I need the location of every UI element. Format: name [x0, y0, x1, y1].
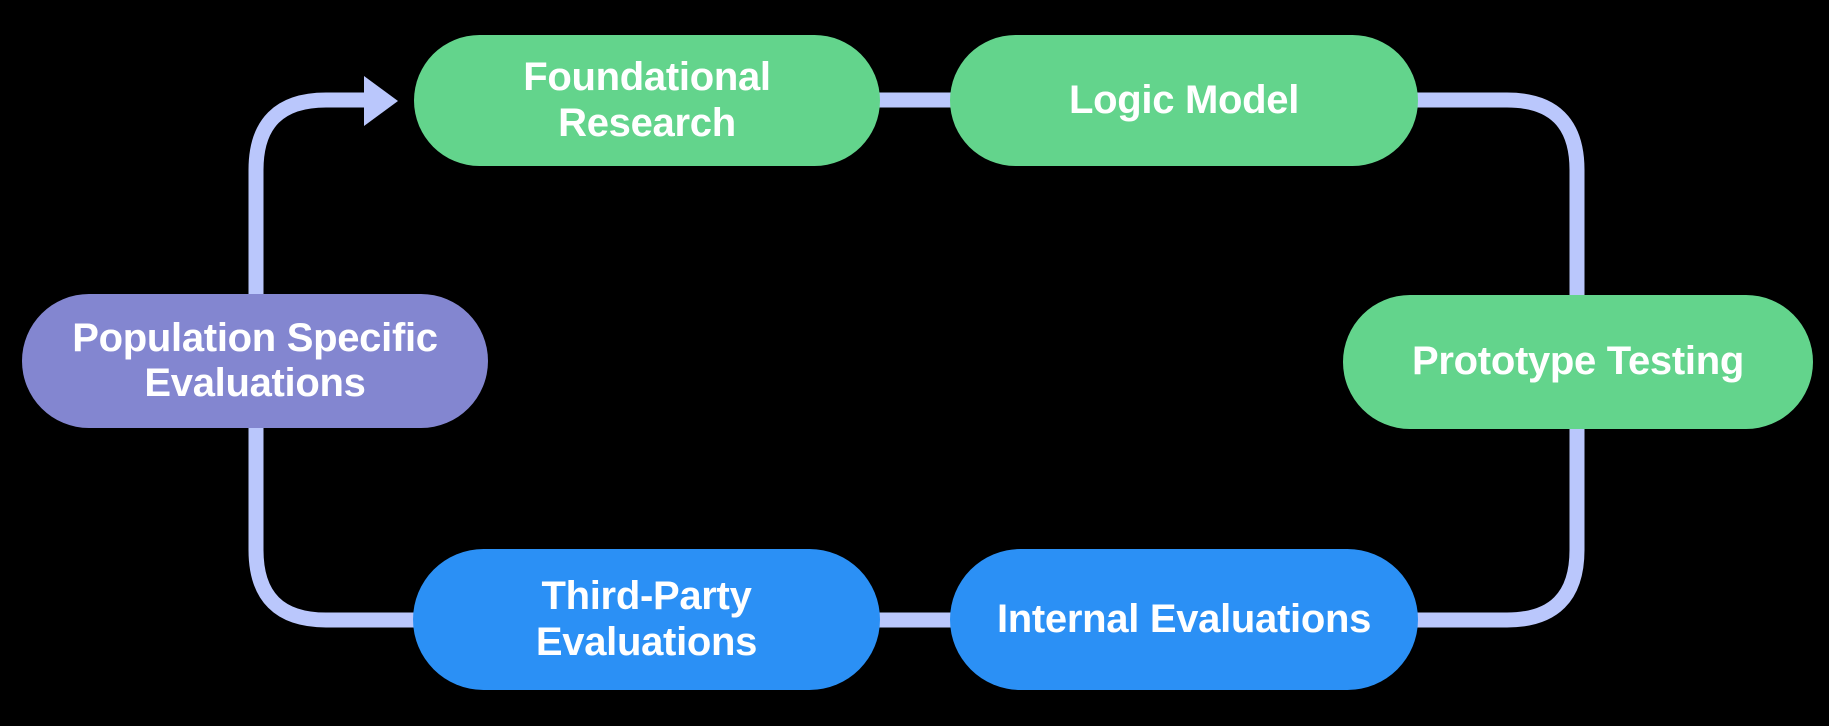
node-label: Internal Evaluations [996, 596, 1372, 641]
node-label: Foundational Research [523, 55, 771, 145]
node-label: Logic Model [1068, 77, 1300, 122]
node-third-party-evaluations[interactable]: Third-Party Evaluations [413, 549, 880, 690]
node-prototype-testing[interactable]: Prototype Testing [1343, 295, 1813, 429]
node-label: Prototype Testing [1412, 339, 1744, 384]
node-label: Population Specific Evaluations [72, 315, 438, 405]
edge-third-party-evaluations-to-population-specific-evaluations [248, 362, 415, 628]
edge-population-specific-evaluations-to-foundational-research [248, 92, 370, 362]
arrowhead-icon [364, 76, 398, 126]
edge-logic-model-to-prototype-testing [1416, 92, 1585, 298]
node-logic-model[interactable]: Logic Model [950, 35, 1418, 166]
node-internal-evaluations[interactable]: Internal Evaluations [950, 549, 1418, 690]
edge-prototype-testing-to-internal-evaluations [1416, 427, 1585, 628]
node-foundational-research[interactable]: Foundational Research [414, 35, 880, 166]
node-label: Third-Party Evaluations [535, 574, 758, 664]
node-population-specific-evaluations[interactable]: Population Specific Evaluations [22, 294, 488, 428]
